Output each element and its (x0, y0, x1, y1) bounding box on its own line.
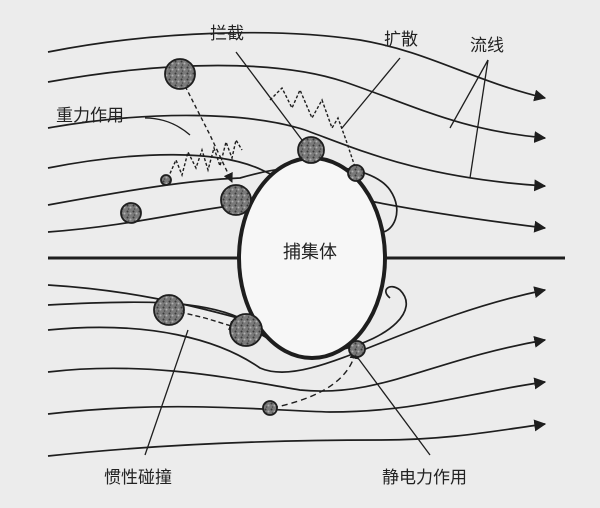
label-gravity: 重力作用 (56, 106, 124, 126)
streamline (47, 335, 547, 392)
label-inertial-impaction: 惯性碰撞 (104, 468, 172, 488)
label-streamline: 流线 (470, 36, 504, 56)
leader-lines (144, 51, 489, 456)
leader-inertial (144, 329, 189, 456)
label-collector: 捕集体 (283, 242, 337, 263)
streamline (47, 377, 547, 415)
leader-diffusion (341, 57, 401, 129)
gravity-trajectory (181, 79, 233, 183)
streamline (47, 419, 547, 457)
leader-electrostatic (357, 357, 431, 456)
particle-left-mid (120, 202, 142, 224)
particle-electrostatic-captured (348, 340, 366, 358)
particle-inertial (153, 294, 185, 326)
label-electrostatic: 静电力作用 (382, 468, 467, 488)
particle-interception (297, 136, 325, 164)
streamline (47, 204, 239, 233)
label-diffusion: 扩散 (384, 30, 418, 50)
streamline (47, 114, 547, 192)
electrostatic-trajectory (271, 349, 360, 409)
particle-inertial-captured (229, 313, 263, 347)
particle-diffusion-small (160, 174, 172, 186)
label-interception: 拦截 (210, 24, 244, 44)
particle-gravity (164, 58, 196, 90)
streamline (47, 64, 547, 143)
particle-electrostatic (262, 400, 278, 416)
leader-streamline-1 (449, 59, 489, 129)
particle-impact-top (220, 184, 252, 216)
streamline (47, 286, 547, 373)
particles (120, 58, 366, 416)
particle-diffusion-captured (347, 164, 365, 182)
leader-gravity (144, 117, 191, 136)
streamline (47, 284, 239, 319)
leader-streamline-2 (469, 59, 489, 179)
diffusion-path-left (167, 138, 243, 179)
streamline (47, 31, 547, 102)
leader-interception (235, 51, 303, 141)
streamlines-lower (47, 284, 547, 457)
